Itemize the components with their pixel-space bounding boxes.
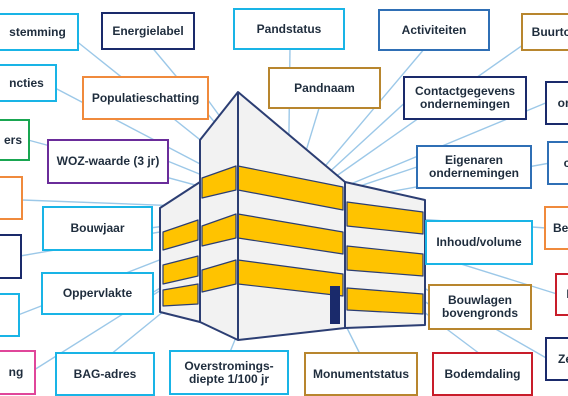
- label-left-partial-4: [0, 293, 20, 337]
- label-right-partial-f: F: [555, 273, 568, 316]
- label-energielabel: Energielabel: [101, 12, 195, 50]
- label-right-top-partial: on: [545, 81, 568, 125]
- label-buurtcode: Buurtc: [521, 13, 568, 51]
- label-oppervlakte: Oppervlakte: [41, 272, 154, 315]
- label-bag-adres: BAG-adres: [55, 352, 155, 396]
- label-eigenaren: Eigenaren ondernemingen: [416, 145, 532, 189]
- label-overstromingsdiepte: Overstromings- diepte 1/100 jr: [169, 350, 289, 395]
- label-activiteiten: Activiteiten: [378, 9, 490, 51]
- label-left-partial-2: [0, 176, 23, 220]
- label-functies: ncties: [0, 64, 57, 102]
- label-pandstatus: Pandstatus: [233, 8, 345, 50]
- label-contactgegevens: Contactgegevens ondernemingen: [403, 76, 527, 120]
- label-left-partial-3: [0, 234, 22, 279]
- label-woz-waarde: WOZ-waarde (3 jr): [47, 139, 169, 184]
- label-inhoud-volume: Inhoud/volume: [425, 220, 533, 265]
- office-building-icon: [159, 91, 426, 341]
- label-bouwjaar: Bouwjaar: [42, 206, 153, 251]
- label-right-mid-partial: c: [547, 141, 568, 185]
- label-pandnaam: Pandnaam: [268, 67, 381, 109]
- label-populatieschatting: Populatieschatting: [82, 76, 209, 120]
- label-right-partial-ze: Ze: [545, 337, 568, 381]
- label-left-partial-1: ers: [0, 119, 30, 161]
- label-bestemming: stemming: [0, 13, 79, 51]
- label-monumentstatus: Monumentstatus: [304, 352, 418, 396]
- label-left-partial-ng: ng: [0, 350, 36, 395]
- label-right-partial-bes: Bes: [544, 206, 568, 250]
- label-bodemdaling: Bodemdaling: [432, 352, 533, 396]
- label-bouwlagen: Bouwlagen bovengronds: [428, 284, 532, 330]
